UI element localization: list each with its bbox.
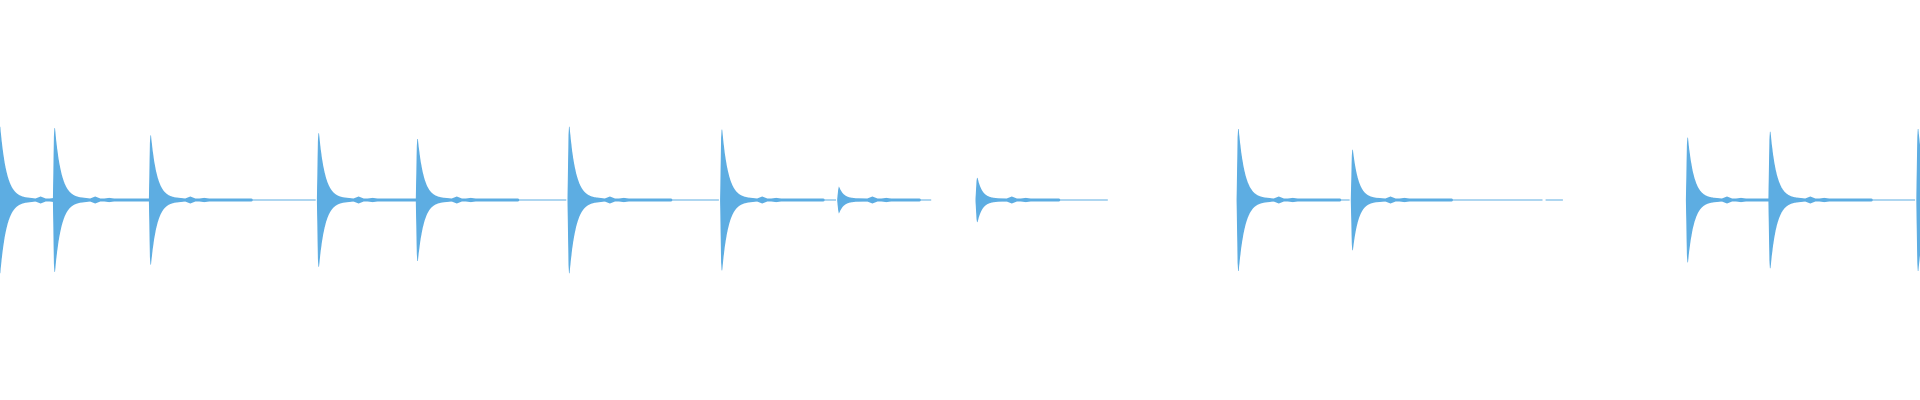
waveform-hit [975, 177, 1061, 223]
waveform-hit [720, 129, 825, 271]
waveform-layer [0, 126, 1920, 274]
waveform-hit [148, 135, 253, 265]
waveform-hit [1768, 131, 1873, 269]
waveform-hit [567, 126, 673, 274]
waveform-hit [837, 186, 921, 214]
waveform-hit [316, 133, 421, 267]
waveform-hit [415, 138, 520, 262]
waveform-hit [1236, 128, 1342, 272]
waveform-hit [1916, 128, 1920, 272]
waveform-hit [1350, 149, 1453, 251]
waveform-hit [52, 128, 158, 272]
